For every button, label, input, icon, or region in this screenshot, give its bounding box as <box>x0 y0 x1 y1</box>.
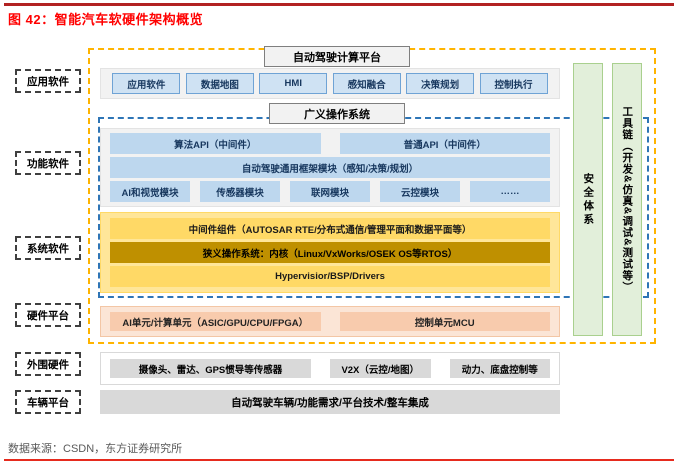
app-box-data-map: 数据地图 <box>185 73 254 94</box>
module-box-sensor: 传感器模块 <box>200 181 280 202</box>
power-chassis-box: 动力、底盘控制等 <box>449 359 550 378</box>
top-rule-line <box>4 3 674 6</box>
toolchain-column: 工具链（开发&仿真&调试&测试等） <box>612 63 642 336</box>
header-autonomous-computing-platform: 自动驾驶计算平台 <box>264 46 410 67</box>
functional-software-band: 算法API（中间件） 普通API（中间件） 自动驾驶通用框架模块（感知/决策/规… <box>100 128 560 207</box>
safety-system-label: 安全体系 <box>582 172 595 227</box>
app-box-perception-fusion: 感知融合 <box>332 73 401 94</box>
control-unit-mcu-box: 控制单元MCU <box>339 312 550 331</box>
hypervisor-bsp-drivers-box: Hypervisior/BSP/Drivers <box>110 266 550 287</box>
sensors-box: 摄像头、雷达、GPS惯导等传感器 <box>110 359 311 378</box>
ai-compute-unit-box: AI单元/计算单元（ASIC/GPU/CPU/FPGA） <box>110 312 321 331</box>
module-box-ai-vision: AI和视觉模块 <box>110 181 190 202</box>
layer-label-vehicle-platform: 车辆平台 <box>15 390 81 414</box>
v2x-box: V2X（云控/地图） <box>330 359 431 378</box>
layer-label-peripheral-hardware: 外围硬件 <box>15 352 81 376</box>
vehicle-platform-bar: 自动驾驶车辆/功能需求/平台技术/整车集成 <box>100 390 560 414</box>
toolchain-label: 工具链（开发&仿真&调试&测试等） <box>621 106 634 293</box>
hardware-platform-band: AI单元/计算单元（ASIC/GPU/CPU/FPGA） 控制单元MCU <box>100 306 560 337</box>
common-api-box: 普通API（中间件） <box>339 133 550 154</box>
safety-system-column: 安全体系 <box>573 63 603 336</box>
application-software-band: 应用软件 数据地图 HMI 感知融合 决策规划 控制执行 <box>100 68 560 99</box>
api-row: 算法API（中间件） 普通API（中间件） <box>110 133 550 154</box>
modules-row: AI和视觉模块 传感器模块 联网模块 云控模块 …… <box>110 181 550 202</box>
system-software-band: 中间件组件（AUTOSAR RTE/分布式通信/管理平面和数据平面等） 狭义操作… <box>100 212 560 293</box>
layer-label-application-software: 应用软件 <box>15 69 81 93</box>
app-box-hmi: HMI <box>259 73 328 94</box>
module-box-cloud: 云控模块 <box>380 181 460 202</box>
os-kernel-box: 狭义操作系统：内核（Linux/VxWorks/OSEK OS等RTOS） <box>110 242 550 263</box>
app-box-application-software: 应用软件 <box>112 73 181 94</box>
layer-label-functional-software: 功能软件 <box>15 151 81 175</box>
peripheral-hardware-band: 摄像头、雷达、GPS惯导等传感器 V2X（云控/地图） 动力、底盘控制等 <box>100 352 560 385</box>
algo-api-box: 算法API（中间件） <box>110 133 321 154</box>
framework-module-box: 自动驾驶通用框架模块（感知/决策/规划） <box>110 157 550 178</box>
framework-row: 自动驾驶通用框架模块（感知/决策/规划） <box>110 157 550 178</box>
app-box-control-execution: 控制执行 <box>479 73 548 94</box>
layer-label-hardware-platform: 硬件平台 <box>15 303 81 327</box>
bottom-rule-line <box>4 459 674 461</box>
middleware-components-box: 中间件组件（AUTOSAR RTE/分布式通信/管理平面和数据平面等） <box>110 218 550 239</box>
data-source-note: 数据来源：CSDN，东方证券研究所 <box>8 443 183 455</box>
figure-title: 图 42：智能汽车软硬件架构概览 <box>8 12 204 27</box>
module-box-network: 联网模块 <box>290 181 370 202</box>
header-generalized-os: 广义操作系统 <box>269 103 405 124</box>
layer-label-system-software: 系统软件 <box>15 236 81 260</box>
app-box-decision-planning: 决策规划 <box>406 73 475 94</box>
module-box-ellipsis: …… <box>470 181 550 202</box>
